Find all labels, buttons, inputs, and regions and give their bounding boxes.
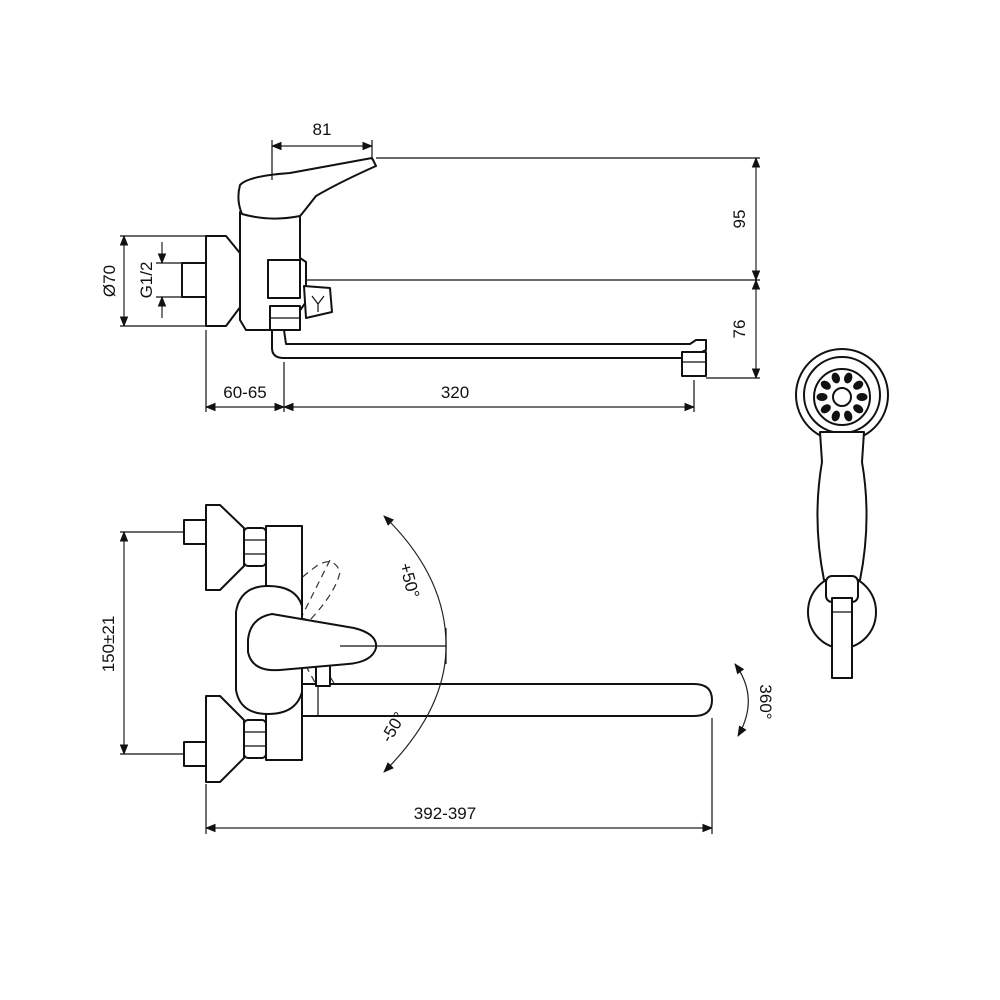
shower-nozzle [844, 372, 853, 384]
label-inlet-spacing: 150±21 [99, 616, 118, 673]
shower-nozzle [853, 380, 864, 390]
shower-nozzle [856, 393, 868, 401]
shower-hose-connector [831, 597, 853, 679]
side-spout [271, 329, 707, 359]
label-total-width: 392-397 [414, 804, 476, 823]
side-view: 81 95 76 Ø70 G1/2 60-65 320 [100, 120, 761, 412]
front-flange-lower [205, 695, 245, 783]
shower-nozzle [853, 404, 864, 414]
label-spout-reach: 320 [441, 383, 469, 402]
label-spout-rotation: 360° [756, 684, 775, 719]
front-flange-upper [205, 504, 245, 591]
shower-head-center [832, 387, 852, 407]
ghost-lever-up [268, 561, 341, 621]
front-spout [301, 683, 713, 717]
arc-spout-rotation [734, 663, 749, 737]
label-flange-diameter: Ø70 [100, 265, 119, 297]
shower-nozzle [820, 380, 831, 390]
arc-lever-down [383, 649, 447, 773]
front-inlet-upper [183, 519, 207, 545]
shower-nozzle [831, 410, 840, 422]
side-diverter-knob [303, 285, 333, 319]
front-nut-upper [243, 527, 267, 567]
shower-nozzles [816, 372, 868, 422]
side-aerator [681, 351, 707, 377]
shower-nozzle [816, 393, 828, 401]
front-inlet-lower [183, 741, 207, 767]
shower-nozzle [820, 404, 831, 414]
shower-nozzle [844, 410, 853, 422]
label-lever-length: 81 [313, 120, 332, 139]
front-view: 150±21 392-397 +50° -50° 360° [99, 504, 775, 834]
side-inlet-pipe [181, 262, 209, 298]
side-valve-housing [267, 259, 301, 299]
side-lever-handle [237, 157, 377, 220]
label-lever-height: 95 [730, 210, 749, 229]
side-flange [205, 235, 245, 327]
label-spout-drop: 76 [730, 320, 749, 339]
hand-shower [795, 348, 889, 679]
label-thread: G1/2 [137, 262, 156, 299]
label-wall-offset: 60-65 [223, 383, 266, 402]
shower-handle [816, 431, 868, 581]
front-lever-handle [247, 613, 378, 672]
front-nut-lower [243, 719, 267, 759]
shower-nozzle [831, 372, 840, 384]
label-lever-up-angle: +50° [396, 561, 424, 600]
